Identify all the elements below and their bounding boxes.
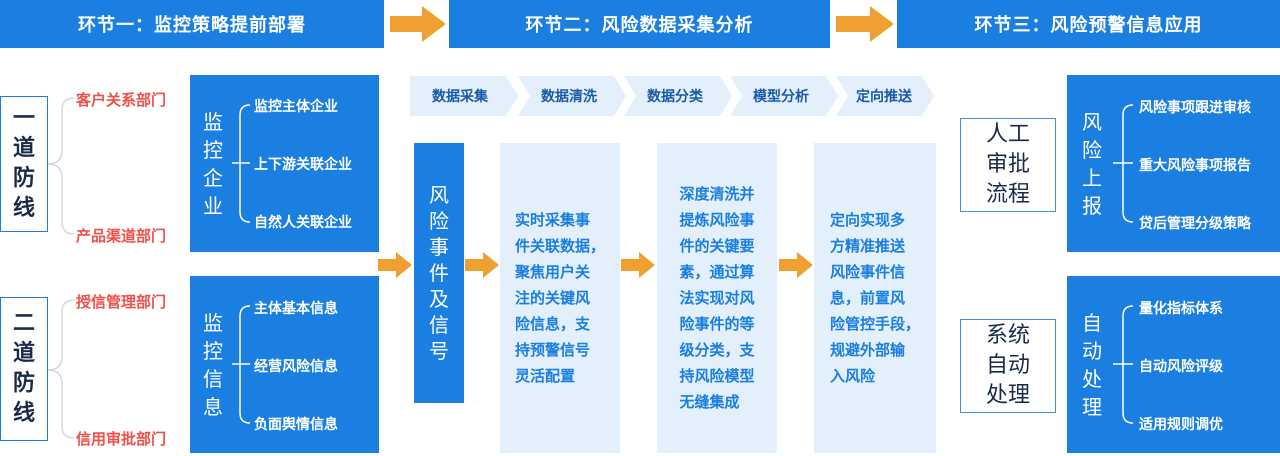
risk-report-bracket xyxy=(1113,104,1134,223)
monitor-item: 经营风险信息 xyxy=(254,359,338,375)
application-item: 贷后管理分级策略 xyxy=(1139,216,1251,232)
risk-report-title: 风险 上报 xyxy=(1082,109,1102,218)
panel-cleaning-description: 深度清洗并提炼风险事 件的关键要素，通过算 法实现对风险事件的等 级分类，支持风… xyxy=(657,143,777,453)
stage-arrow-2-icon xyxy=(836,6,894,42)
monitor-enterprise-group: 监控 企业 监控主体企业 上下游关联企业 自然人关联企业 xyxy=(190,75,379,252)
step-chevrons xyxy=(410,76,934,116)
application-item: 重大风险事项报告 xyxy=(1139,158,1251,174)
application-item: 量化指标体系 xyxy=(1139,301,1223,317)
step-targeted-push: 定向推送 xyxy=(856,89,912,105)
application-item: 风险事项跟进审核 xyxy=(1139,100,1251,116)
monitor-item: 监控主体企业 xyxy=(254,99,338,115)
step-model-analysis: 模型分析 xyxy=(753,89,809,105)
monitor-information-bracket xyxy=(232,305,251,424)
manual-approval-process: 人工 审批 流程 xyxy=(960,118,1056,212)
step-data-cleaning: 数据清洗 xyxy=(541,89,597,105)
department-credit-approval: 信用审批部门 xyxy=(76,430,167,448)
stage-2-title: 环节二：风险数据采集分析 xyxy=(449,0,830,48)
system-auto-process: 系统 自动 处理 xyxy=(960,319,1056,413)
defense-connectors xyxy=(48,97,75,439)
auto-process-title: 自动 处理 xyxy=(1082,310,1102,419)
step-data-collection: 数据采集 xyxy=(432,89,488,105)
monitor-item: 自然人关联企业 xyxy=(254,215,352,231)
department-customer-relations: 客户关系部门 xyxy=(76,91,167,109)
flow-arrow-4-icon xyxy=(779,252,813,278)
risk-event-signal: 风险 事件 及信 号 xyxy=(414,143,464,403)
monitor-item: 主体基本信息 xyxy=(254,301,338,317)
stage-arrow-1-icon xyxy=(390,6,446,42)
risk-report-group: 风险 上报 风险事项跟进审核 重大风险事项报告 贷后管理分级策略 xyxy=(1067,75,1280,252)
monitor-item: 上下游关联企业 xyxy=(254,157,352,173)
stage-1-title: 环节一：监控策略提前部署 xyxy=(0,0,384,48)
stage-3-title: 环节三：风险预警信息应用 xyxy=(897,0,1280,48)
step-data-classification: 数据分类 xyxy=(647,89,703,105)
first-defense-line: 一道 防线 xyxy=(0,96,48,232)
flow-arrow-3-icon xyxy=(621,252,655,278)
department-credit-management: 授信管理部门 xyxy=(76,293,167,311)
department-product-channel: 产品渠道部门 xyxy=(76,227,167,245)
application-item: 自动风险评级 xyxy=(1139,359,1223,375)
auto-process-bracket xyxy=(1113,305,1134,424)
monitor-information-title: 监控 信息 xyxy=(203,310,223,419)
auto-process-group: 自动 处理 量化指标体系 自动风险评级 适用规则调优 xyxy=(1067,276,1280,453)
monitor-item: 负面舆情信息 xyxy=(254,417,338,433)
panel-collection-description: 实时采集事件关联数据， 聚焦用户关注的关键风 险信息，支持预警信号 灵活配置 xyxy=(500,143,620,453)
application-item: 适用规则调优 xyxy=(1139,417,1223,433)
monitor-enterprise-bracket xyxy=(232,104,251,223)
flow-arrow-2-icon xyxy=(465,252,499,278)
flow-arrow-1-icon xyxy=(378,252,412,278)
second-defense-line: 二道 防线 xyxy=(0,297,48,441)
monitor-enterprise-title: 监控 企业 xyxy=(203,109,223,218)
panel-push-description: 定向实现多方精准推送 风险事件信息，前置风 险管控手段，规避外部输 入风险 xyxy=(814,143,936,453)
monitor-information-group: 监控 信息 主体基本信息 经营风险信息 负面舆情信息 xyxy=(190,276,379,453)
